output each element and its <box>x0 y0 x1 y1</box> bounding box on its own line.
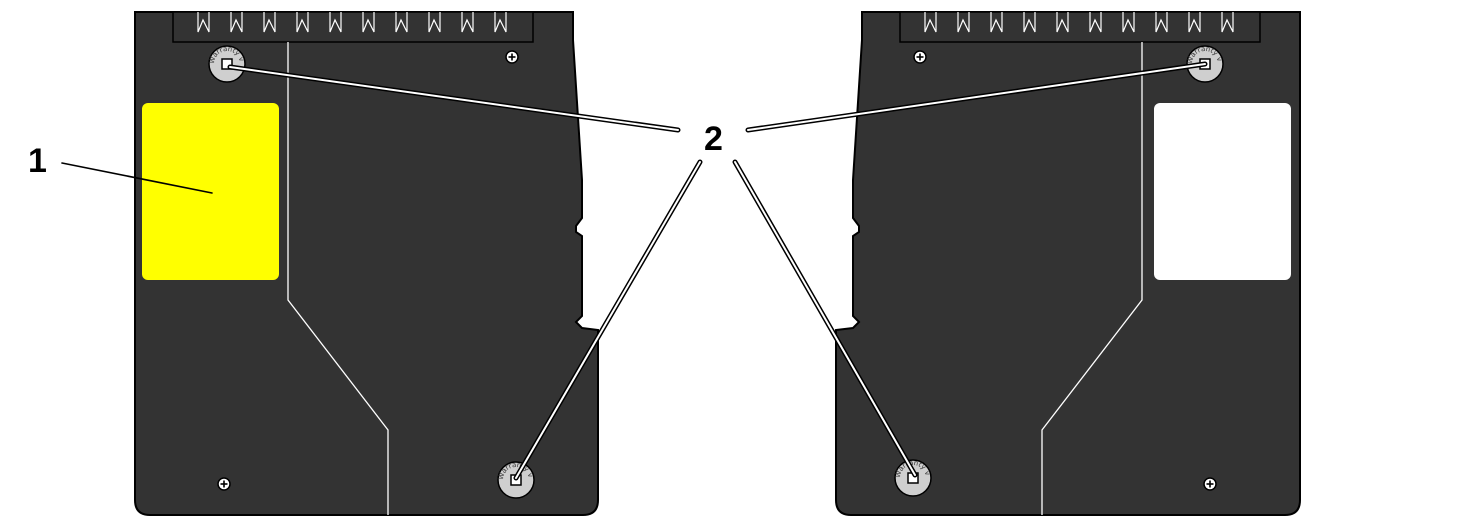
right-label-area <box>1154 103 1291 280</box>
screw-icon <box>1203 477 1217 491</box>
left-vent-fins <box>197 12 507 33</box>
screw-icon <box>217 477 231 491</box>
left-label-area <box>142 103 279 280</box>
screw-icon <box>913 50 927 64</box>
callout-2: 2 <box>704 120 723 158</box>
callout-1: 1 <box>28 142 47 180</box>
tamper-seal-icon: Warranty void if removed <box>208 45 246 83</box>
screw-icon <box>505 50 519 64</box>
leader-lines <box>61 61 1208 481</box>
right-unit: Warranty void if removed Warranty void i… <box>835 11 1301 516</box>
right-vent-fins <box>924 12 1234 33</box>
left-unit: Warranty void if removed Warranty void i… <box>134 11 599 516</box>
